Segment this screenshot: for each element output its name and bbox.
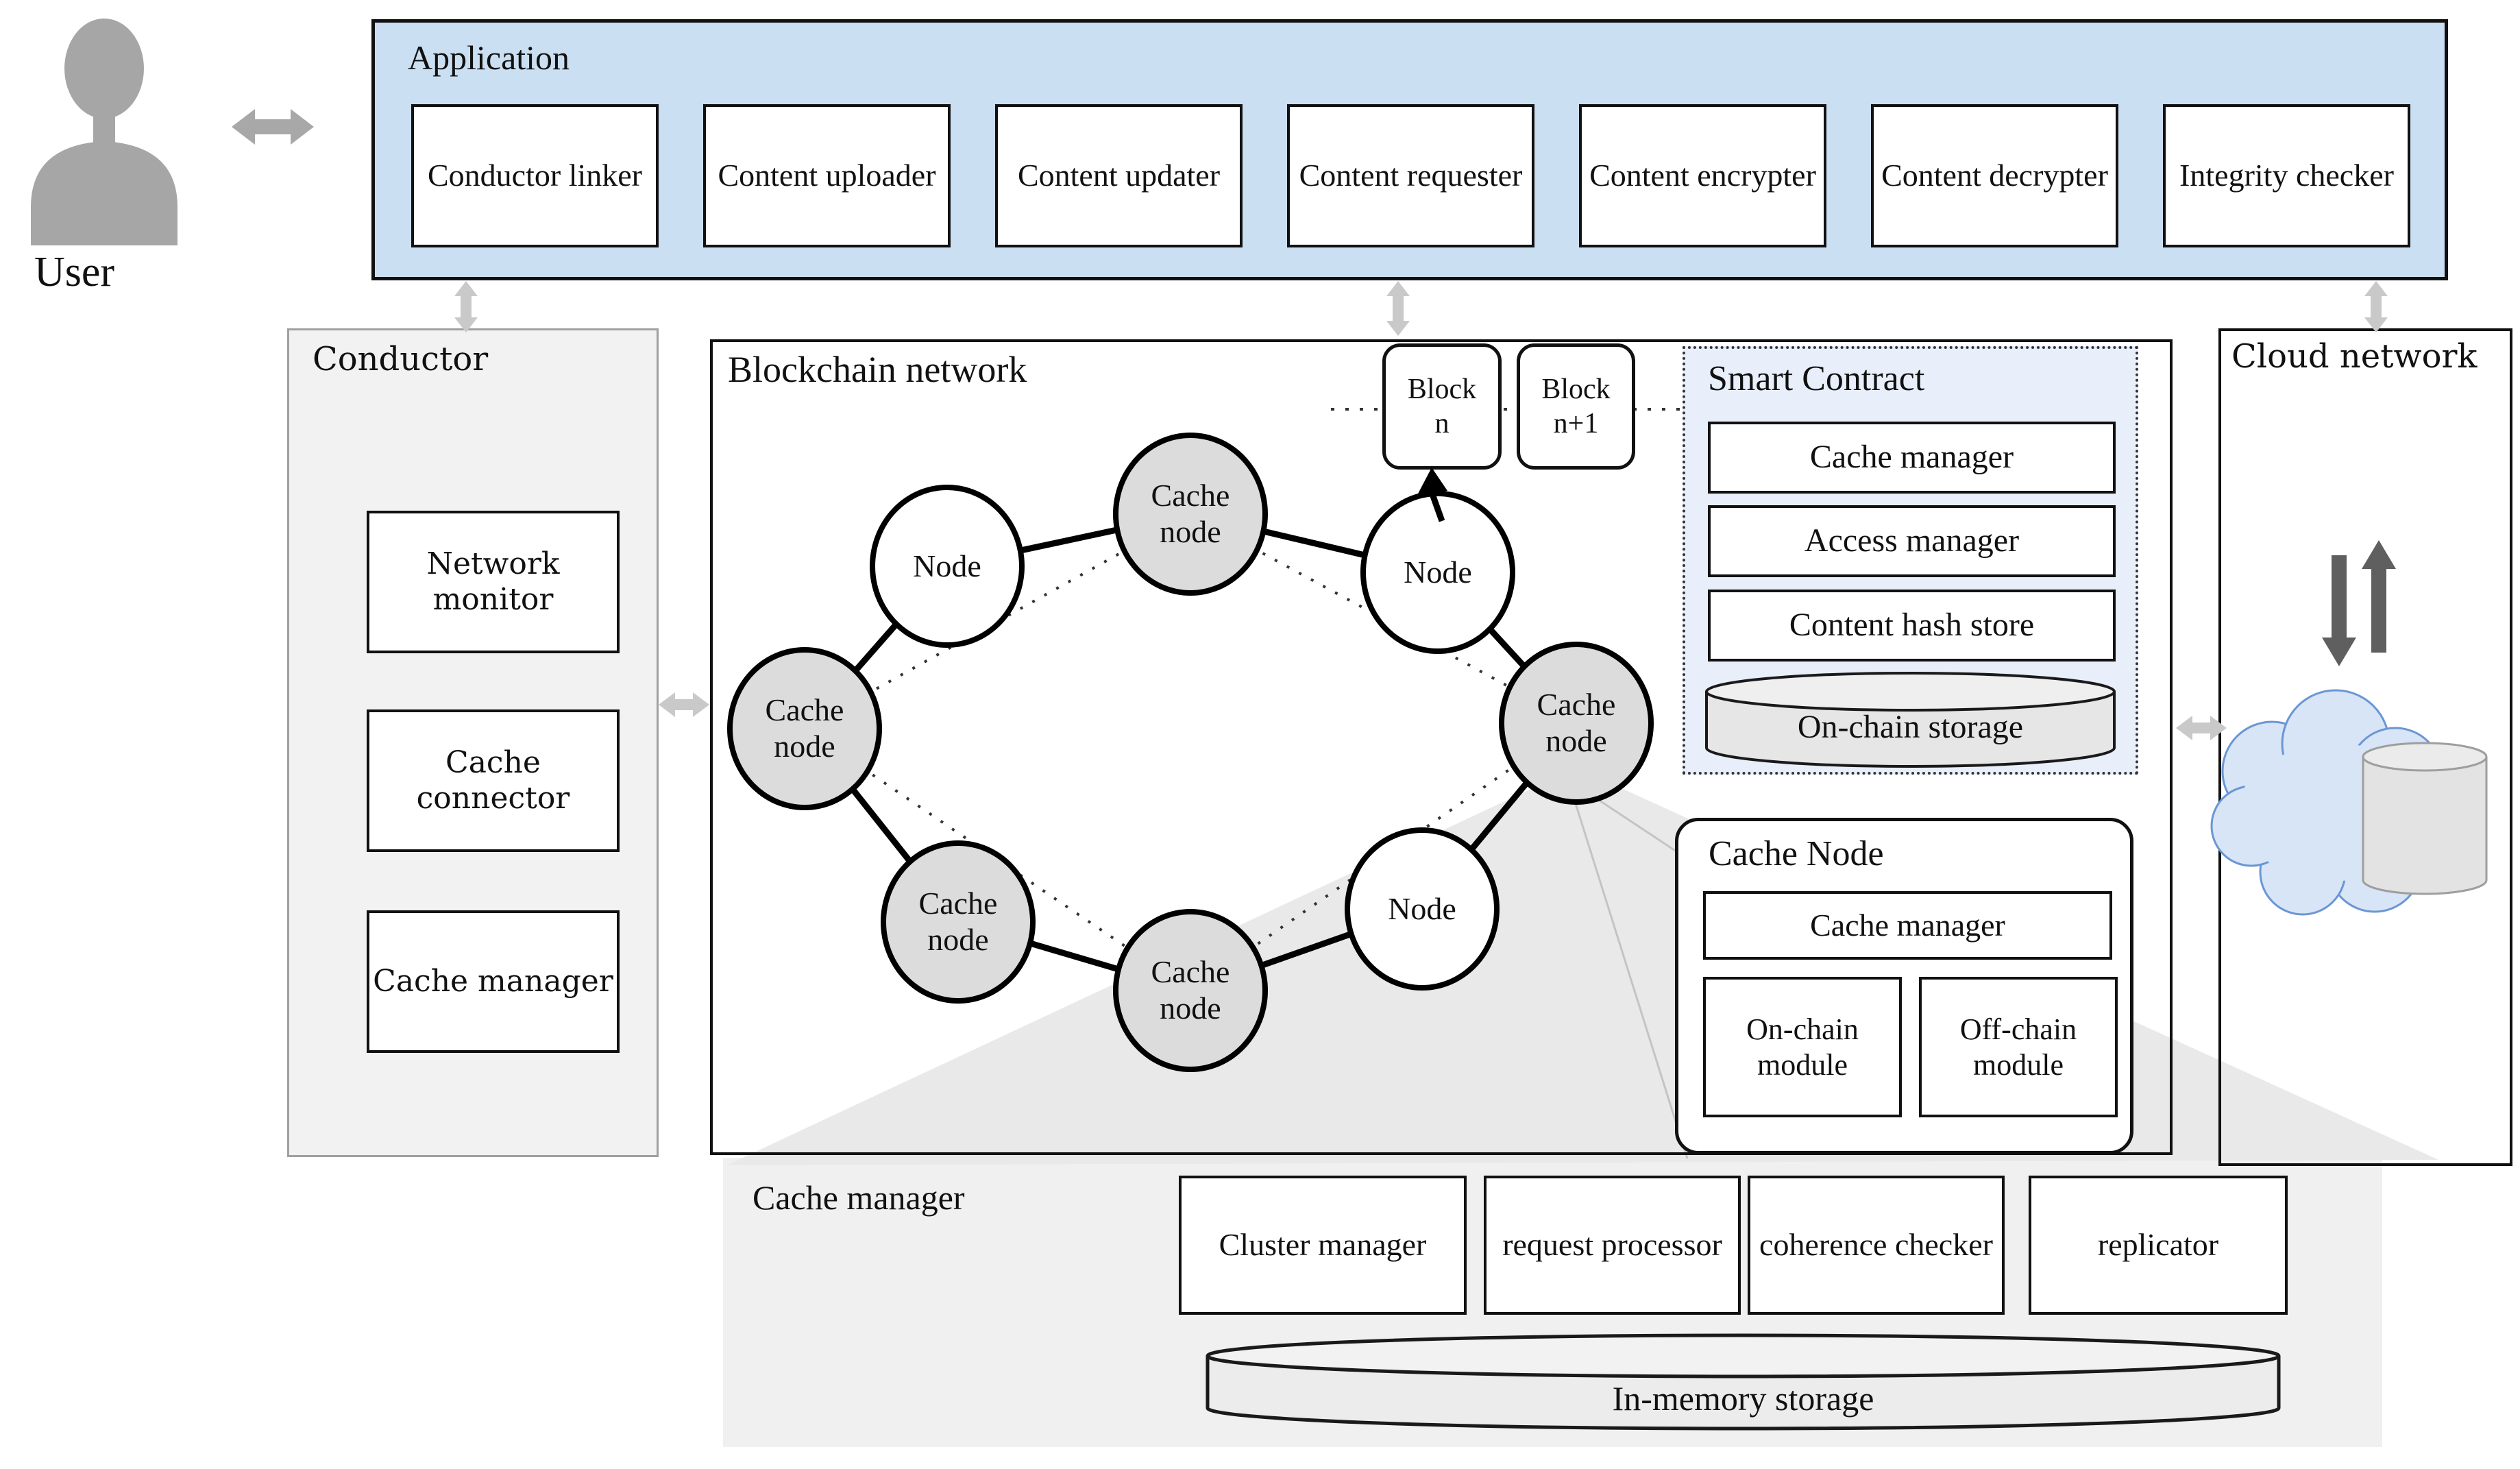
conductor-box: Conductor Network monitor Cache connecto… <box>287 328 659 1157</box>
node-label: Node <box>1404 554 1472 590</box>
blockchain-network-title: Blockchain network <box>728 349 1027 390</box>
ring-cache-node-right: Cache node <box>1499 642 1654 805</box>
ring-cache-node-left: Cache node <box>727 647 882 810</box>
module-cluster-manager: Cluster manager <box>1179 1176 1467 1315</box>
node-label: Cache node <box>1151 954 1230 1025</box>
cloud-network-border <box>2218 328 2512 1166</box>
module-content-requester: Content requester <box>1287 104 1534 247</box>
module-off-chain-module: Off-chain module <box>1919 977 2118 1117</box>
module-request-processor: request processor <box>1484 1176 1741 1315</box>
module-content-uploader: Content uploader <box>703 104 951 247</box>
block-n: Block n <box>1382 343 1502 470</box>
app-vertical-arrow-icons <box>454 281 2388 336</box>
on-chain-storage-label: On-chain storage <box>1797 708 2024 745</box>
block-n-line2: n <box>1434 408 1449 439</box>
block-n-line1: Block <box>1407 373 1477 405</box>
ring-node-top-right: Node <box>1360 491 1515 654</box>
cache-node-detail-title: Cache Node <box>1709 834 1884 873</box>
ring-cache-node-top: Cache node <box>1113 433 1268 596</box>
ring-node-bottom-right: Node <box>1345 827 1500 991</box>
module-cache-connector: Cache connector <box>367 709 620 852</box>
module-cache-manager: Cache manager <box>367 910 620 1053</box>
module-content-encrypter: Content encrypter <box>1579 104 1826 247</box>
module-replicator: replicator <box>2029 1176 2288 1315</box>
block-n1-line2: n+1 <box>1553 408 1599 439</box>
node-label: Node <box>1388 890 1456 926</box>
node-label: Cache node <box>1537 687 1616 758</box>
conductor-title: Conductor <box>313 340 489 378</box>
module-network-monitor: Network monitor <box>367 511 620 653</box>
node-label: Cache node <box>765 692 844 764</box>
user-label: User <box>34 249 115 295</box>
in-memory-storage-label: In-memory storage <box>1612 1379 1874 1418</box>
cache-node-detail-box: Cache Node Cache manager On-chain module… <box>1675 818 2133 1154</box>
module-content-decrypter: Content decrypter <box>1871 104 2118 247</box>
ring-cache-node-bottom-left: Cache node <box>881 840 1036 1004</box>
ring-node-top-left: Node <box>870 485 1025 648</box>
node-label: Node <box>913 548 981 583</box>
smart-contract-title: Smart Contract <box>1708 359 1925 398</box>
ring-cache-node-bottom: Cache node <box>1113 909 1268 1072</box>
block-n1-line1: Block <box>1541 373 1611 405</box>
node-label: Cache node <box>918 886 998 957</box>
module-on-chain-module: On-chain module <box>1703 977 1902 1117</box>
module-coherence-checker: coherence checker <box>1748 1176 2005 1315</box>
module-integrity-checker: Integrity checker <box>2163 104 2410 247</box>
conductor-blockchain-arrow-icon <box>659 692 709 717</box>
module-cn-cache-manager: Cache manager <box>1703 891 2112 960</box>
application-title: Application <box>408 38 570 77</box>
user-app-arrow-icon <box>232 109 314 145</box>
module-sc-cache-manager: Cache manager <box>1708 422 2116 494</box>
module-sc-access-manager: Access manager <box>1708 505 2116 577</box>
module-conductor-linker: Conductor linker <box>411 104 659 247</box>
block-n-plus-1: Block n+1 <box>1517 343 1635 470</box>
application-box: Application Conductor linker Content upl… <box>371 19 2448 280</box>
cloud-network-title: Cloud network <box>2231 337 2478 376</box>
cache-manager-panel-title: Cache manager <box>753 1178 965 1217</box>
module-sc-content-hash-store: Content hash store <box>1708 590 2116 661</box>
user-icon <box>31 19 178 245</box>
node-label: Cache node <box>1151 478 1230 549</box>
module-content-updater: Content updater <box>995 104 1243 247</box>
